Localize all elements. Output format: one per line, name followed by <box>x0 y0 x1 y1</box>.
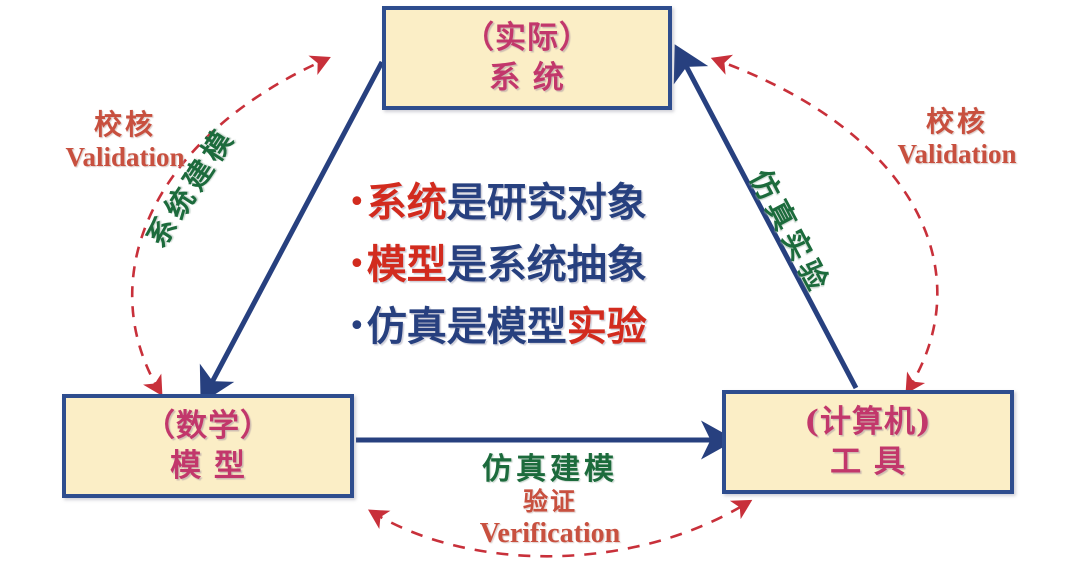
bullet-0-segment-0: 系统 <box>366 180 447 226</box>
bullet-2-segment-1: 实验 <box>566 304 647 350</box>
bullet-1-segment-1: 是系统抽象 <box>446 242 647 288</box>
node-system-line1: （实际） <box>463 19 591 56</box>
label-simulation-experiment: 仿真实验 <box>743 163 838 301</box>
bullet-dot-icon: • <box>348 247 366 282</box>
node-box-system[interactable]: （实际） 系 统 <box>382 6 672 110</box>
label-verification-cn: 验证 <box>522 487 577 516</box>
bullet-item: • 系统 是研究对象 <box>348 172 748 234</box>
node-tool-line2: 工 具 <box>830 444 906 480</box>
node-box-model[interactable]: （数学） 模 型 <box>62 394 354 498</box>
label-left-validation: 校核 Validation <box>30 108 220 173</box>
node-tool-line1: (计算机) <box>804 403 932 440</box>
node-model-line2: 模 型 <box>170 448 246 484</box>
label-simulation-modeling: 仿真建模 <box>482 452 618 487</box>
label-right-validation-en: Validation <box>897 139 1017 170</box>
label-verification-en: Verification <box>479 517 621 549</box>
bullet-dot-icon: • <box>348 185 366 220</box>
bullet-0-segment-1: 是研究对象 <box>446 180 647 226</box>
label-left-validation-cn: 校核 <box>93 108 156 141</box>
label-right-validation-cn: 校核 <box>925 105 988 138</box>
label-left-validation-en: Validation <box>65 142 185 173</box>
label-right-validation: 校核 Validation <box>862 105 1052 170</box>
label-verification: 验证 Verification <box>430 488 670 551</box>
bullet-1-segment-0: 模型 <box>366 242 447 288</box>
bullet-2-segment-0: 仿真是模型 <box>366 304 567 350</box>
bullet-item: • 仿真是模型 实验 <box>348 296 748 358</box>
bullet-list: • 系统 是研究对象 • 模型 是系统抽象 • 仿真是模型 实验 <box>348 172 748 358</box>
node-model-line1: （数学） <box>144 407 272 444</box>
bullet-item: • 模型 是系统抽象 <box>348 234 748 296</box>
node-system-line2: 系 统 <box>489 60 565 96</box>
bullet-dot-icon: • <box>348 309 366 344</box>
node-box-tool[interactable]: (计算机) 工 具 <box>722 390 1014 494</box>
